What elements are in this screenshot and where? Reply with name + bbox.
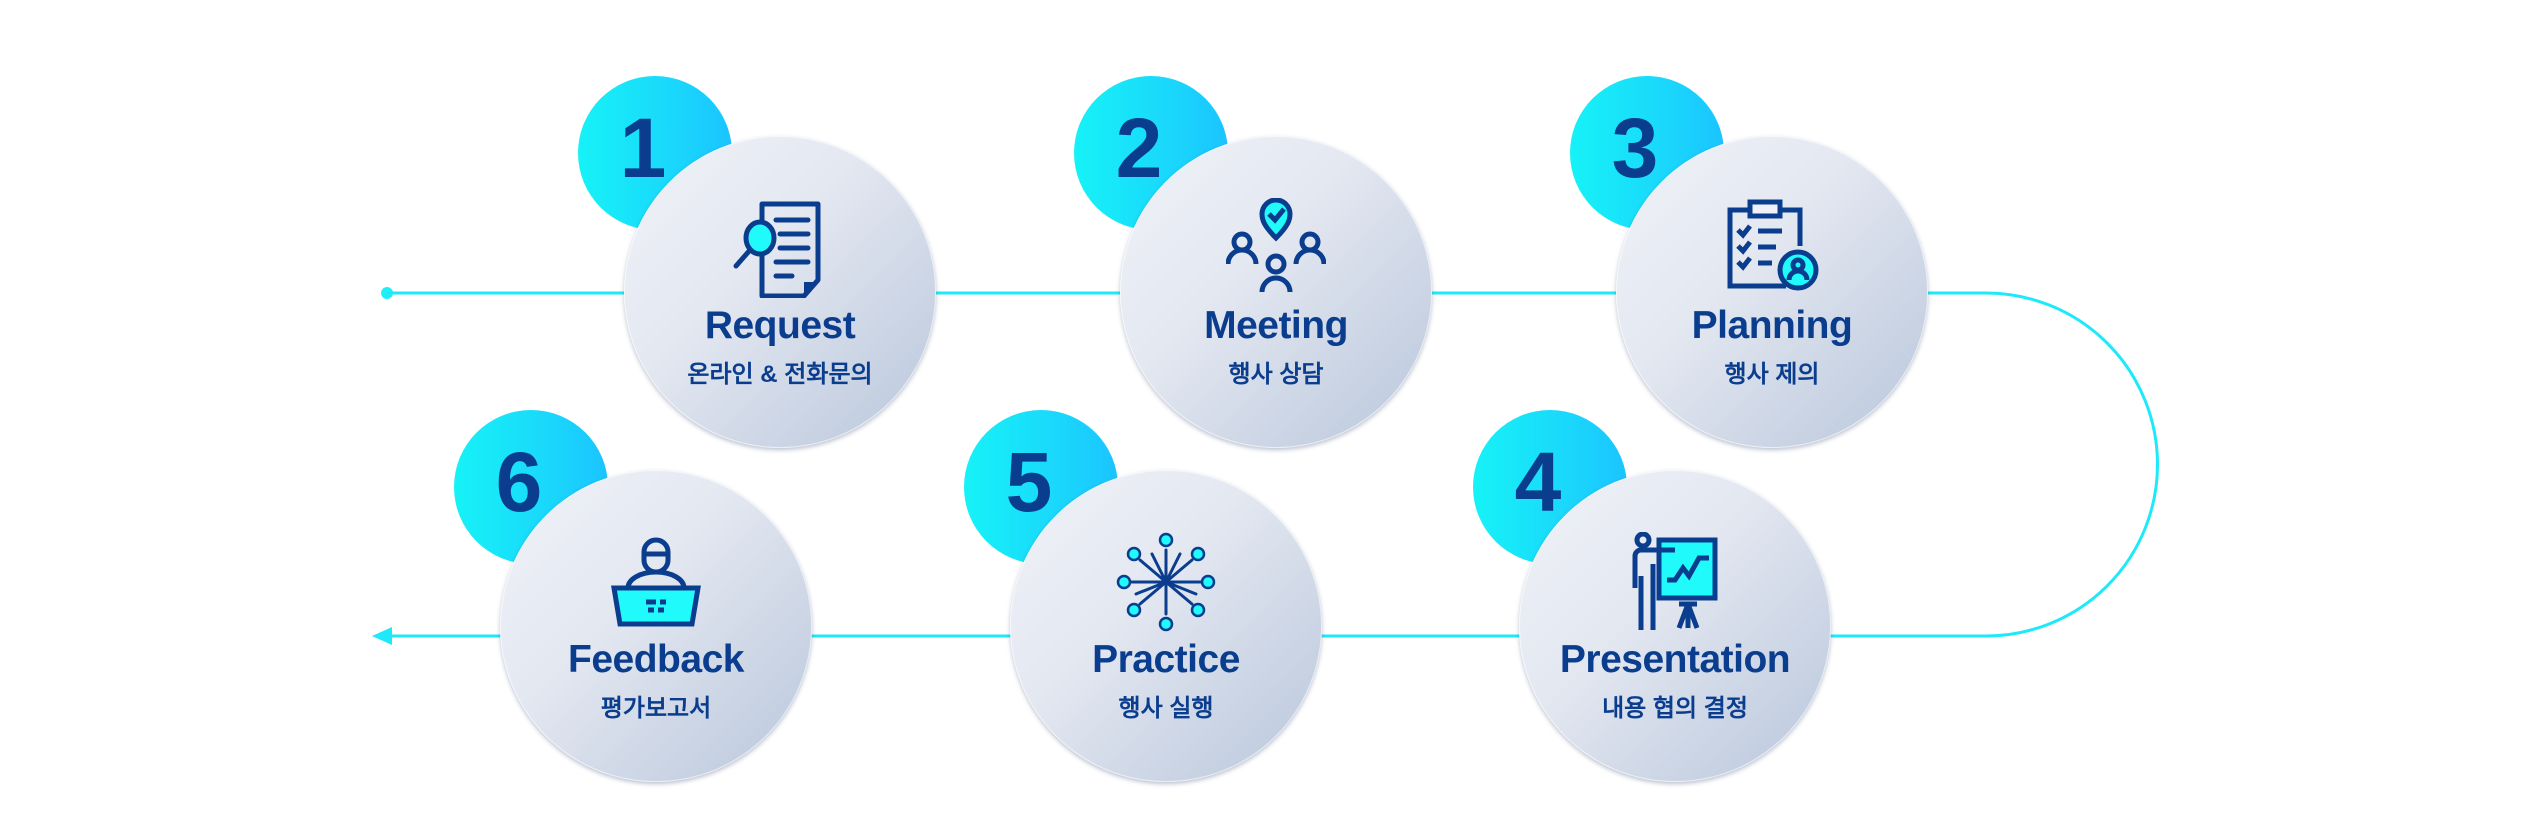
step-subtitle: 행사 실행 [1118,695,1214,722]
step-practice: Practice 행사 실행 [1010,470,1322,782]
step-planning: Planning 행사 제의 [1616,136,1928,448]
step-meeting: Meeting 행사 상담 [1120,136,1432,448]
presenter-chart-icon [1632,532,1718,630]
clipboard-plan-icon [1727,199,1819,291]
step-subtitle: 평가보고서 [600,695,712,722]
step-subtitle: 행사 상담 [1228,361,1324,388]
step-subtitle: 행사 제의 [1724,361,1820,388]
people-meeting-icon [1226,198,1326,293]
step-subtitle: 온라인 & 전화문의 [687,361,873,388]
arrow-head-icon [372,627,392,645]
speaker-podium-icon [611,537,701,627]
flow-line [385,291,2159,638]
step-feedback: Feedback 평가보고서 [500,470,812,782]
step-number: 6 [495,435,543,529]
fireworks-icon [1116,532,1216,632]
step-title: Meeting [1204,304,1348,347]
step-title: Planning [1691,304,1853,347]
step-request: Request 온라인 & 전화문의 [624,136,936,448]
step-number: 3 [1611,101,1659,195]
step-title: Practice [1092,638,1240,681]
step-presentation: Presentation 내용 협의 결정 [1519,470,1831,782]
step-subtitle: 내용 협의 결정 [1602,695,1748,722]
step-number: 2 [1115,101,1163,195]
step-number: 5 [1005,435,1053,529]
step-number: 1 [619,101,667,195]
step-title: Presentation [1559,638,1791,681]
step-title: Request [704,304,856,347]
step-number: 4 [1514,435,1562,529]
step-title: Feedback [568,638,744,681]
document-search-icon [733,201,821,298]
